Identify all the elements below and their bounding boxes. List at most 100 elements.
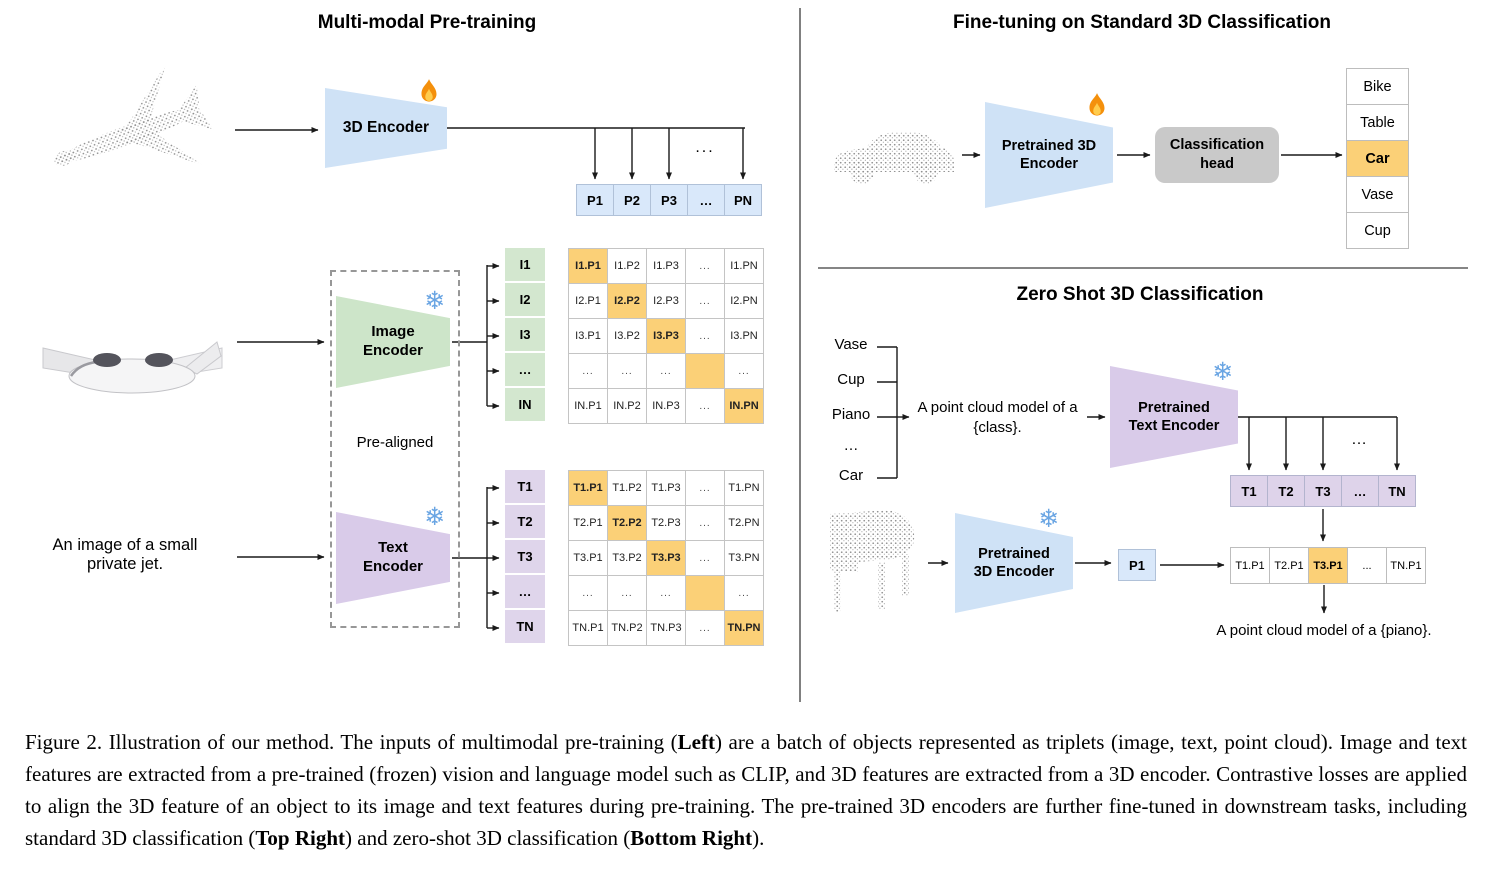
p-feature-cell: … bbox=[687, 184, 725, 216]
text-point-similarity-cell: TN.P2 bbox=[608, 611, 647, 646]
text-point-similarity-cell: T1.P2 bbox=[608, 471, 647, 506]
text-point-similarity-cell: T2.P2 bbox=[608, 506, 647, 541]
image-point-similarity-cell: I3.P3 bbox=[647, 319, 686, 354]
text-point-similarity-cell: ... bbox=[647, 576, 686, 611]
piano-pointcloud-image bbox=[830, 510, 915, 612]
text-point-similarity-cell: T1.PN bbox=[725, 471, 764, 506]
p-feature-cell: P1 bbox=[576, 184, 614, 216]
text-point-similarity-cell bbox=[686, 576, 725, 611]
left-panel-title: Multi-modal Pre-training bbox=[317, 12, 537, 33]
t-feature-cell: … bbox=[1341, 475, 1379, 507]
text-point-similarity-cell: T1.P1 bbox=[569, 471, 608, 506]
image-point-similarity-cell: ... bbox=[686, 319, 725, 354]
caption-segment: Figure 2. Illustration of our method. Th… bbox=[25, 730, 678, 754]
image-point-similarity-cell: I1.P1 bbox=[569, 249, 608, 284]
airplane-pointcloud-image bbox=[53, 63, 214, 166]
t-feature-cell: T3 bbox=[1304, 475, 1342, 507]
text-feature-label: … bbox=[505, 575, 545, 610]
class-list-item: Table bbox=[1347, 105, 1409, 141]
car-pointcloud-image bbox=[834, 132, 954, 184]
image-point-similarity-cell: I1.P3 bbox=[647, 249, 686, 284]
pre-aligned-box bbox=[330, 270, 460, 628]
class-list-item: Cup bbox=[1347, 213, 1409, 249]
image-point-similarity-cell: ... bbox=[608, 354, 647, 389]
pretrained-3d-encoder-zeroshot-label: Pretrained 3D Encoder bbox=[973, 545, 1055, 580]
zeroshot-class-word: Piano bbox=[831, 406, 871, 423]
image-point-similarity-cell: I3.P1 bbox=[569, 319, 608, 354]
similarity-result-cell: T1.P1 bbox=[1231, 548, 1270, 584]
text-point-similarity-cell: ... bbox=[686, 471, 725, 506]
image-point-similarity-cell: ... bbox=[686, 249, 725, 284]
text-point-similarity-cell: T2.P1 bbox=[569, 506, 608, 541]
image-feature-label: I2 bbox=[505, 283, 545, 318]
image-feature-label: … bbox=[505, 353, 545, 388]
3d-encoder-label: 3D Encoder bbox=[342, 119, 430, 137]
text-point-similarity-cell: TN.P3 bbox=[647, 611, 686, 646]
image-caption-text: An image of a small private jet. bbox=[52, 536, 198, 573]
flame-icon bbox=[1089, 93, 1105, 116]
zeroshot-panel-title: Zero Shot 3D Classification bbox=[1016, 284, 1264, 305]
pretrained-text-encoder-label: Pretrained Text Encoder bbox=[1128, 399, 1220, 434]
image-point-similarity-cell: I3.P2 bbox=[608, 319, 647, 354]
text-point-similarity-cell: ... bbox=[608, 576, 647, 611]
jet-photo bbox=[42, 341, 223, 394]
caption-segment: ). bbox=[752, 826, 765, 851]
image-feature-label: I1 bbox=[505, 248, 545, 283]
class-list-item: Vase bbox=[1347, 177, 1409, 213]
p-feature-cell: PN bbox=[724, 184, 762, 216]
p1-feature-cell: P1 bbox=[1118, 549, 1156, 581]
image-point-similarity-cell: ... bbox=[569, 354, 608, 389]
image-point-similarity-cell: I2.P2 bbox=[608, 284, 647, 319]
classification-head: Classification head bbox=[1155, 127, 1279, 183]
text-point-similarity-cell: ... bbox=[569, 576, 608, 611]
image-point-similarity-cell: I1.PN bbox=[725, 249, 764, 284]
image-encoder-label: Image Encoder bbox=[362, 323, 423, 359]
similarity-result-cell: TN.P1 bbox=[1387, 548, 1426, 584]
text-point-similarity-cell: T2.PN bbox=[725, 506, 764, 541]
image-point-similarity-cell: I2.PN bbox=[725, 284, 764, 319]
text-point-similarity-cell: ... bbox=[686, 611, 725, 646]
t-feature-cell: T2 bbox=[1267, 475, 1305, 507]
image-feature-label: IN bbox=[505, 388, 545, 423]
zeroshot-class-word: Cup bbox=[837, 371, 865, 388]
zeroshot-class-word: Car bbox=[838, 467, 864, 484]
image-point-similarity-cell: I1.P2 bbox=[608, 249, 647, 284]
snowflake-icon: ❄ bbox=[1038, 505, 1059, 533]
p-fan-dots: ... bbox=[695, 139, 715, 156]
image-point-similarity-cell: ... bbox=[686, 389, 725, 424]
text-point-similarity-cell: T2.P3 bbox=[647, 506, 686, 541]
similarity-result-cell: T2.P1 bbox=[1270, 548, 1309, 584]
text-encoder-label: Text Encoder bbox=[362, 539, 423, 575]
zeroshot-class-word: Vase bbox=[834, 336, 868, 353]
classification-head-label: Classification head bbox=[1169, 137, 1265, 172]
image-point-similarity-cell: ... bbox=[725, 354, 764, 389]
image-point-similarity-cell: ... bbox=[686, 284, 725, 319]
prompt-text: A point cloud model of a {class}. bbox=[917, 399, 1078, 437]
p-feature-cell: P3 bbox=[650, 184, 688, 216]
caption-segment: ) are a batch of objects represented as … bbox=[25, 730, 1467, 851]
image-point-similarity-cell: I2.P1 bbox=[569, 284, 608, 319]
text-feature-label: T1 bbox=[505, 470, 545, 505]
text-point-similarity-cell: T3.PN bbox=[725, 541, 764, 576]
p-feature-cell: P2 bbox=[613, 184, 651, 216]
text-point-similarity-cell: ... bbox=[686, 506, 725, 541]
pretrained-3d-encoder-finetune-label: Pretrained 3D Encoder bbox=[1001, 137, 1097, 172]
text-point-similarity-cell: TN.P1 bbox=[569, 611, 608, 646]
image-point-similarity-cell: ... bbox=[647, 354, 686, 389]
image-point-similarity-cell: I3.PN bbox=[725, 319, 764, 354]
text-feature-label: T2 bbox=[505, 505, 545, 540]
image-point-similarity-cell: IN.P2 bbox=[608, 389, 647, 424]
text-point-similarity-cell: T3.P3 bbox=[647, 541, 686, 576]
image-point-similarity-cell: IN.P1 bbox=[569, 389, 608, 424]
similarity-result-cell: T3.P1 bbox=[1309, 548, 1348, 584]
similarity-result-cell: ... bbox=[1348, 548, 1387, 584]
text-feature-label: TN bbox=[505, 610, 545, 645]
